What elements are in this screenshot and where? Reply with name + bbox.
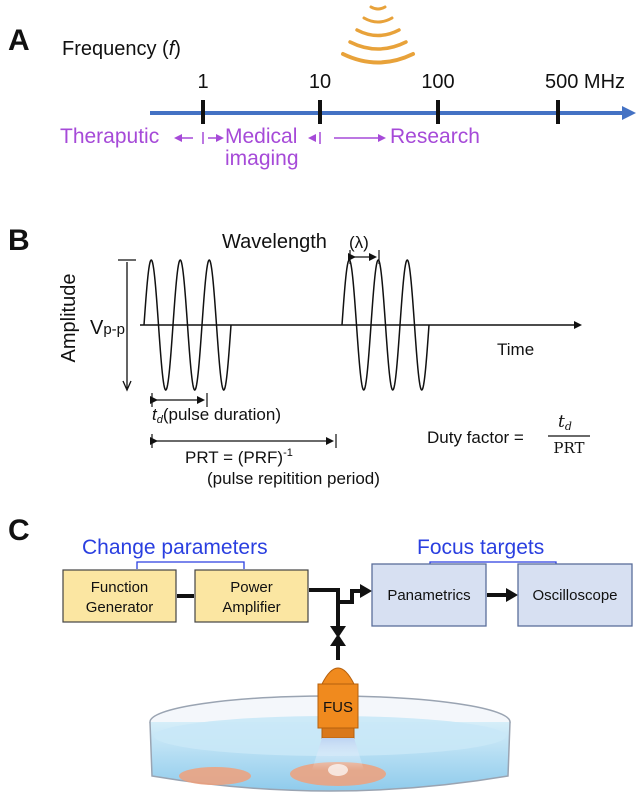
svg-text:Function: Function — [91, 579, 149, 596]
ultrasound-beam — [312, 738, 364, 770]
tick-label-500: 500 MHz — [545, 71, 625, 93]
signal-routing-arrows — [309, 588, 362, 632]
panel-b-letter: B — [8, 224, 30, 257]
range-therapeutic: Theraputic — [60, 125, 159, 148]
tissue-sample-1 — [179, 767, 251, 785]
lambda-symbol: (λ) — [349, 233, 369, 252]
frequency-axis-arrowhead — [622, 106, 636, 120]
tick-label-1: 1 — [197, 71, 208, 93]
power-amplifier-box: Power Amplifier — [194, 569, 309, 623]
duty-factor-numerator: td — [558, 412, 572, 433]
arrow-to-oscilloscope — [506, 588, 518, 602]
oscilloscope-box: Oscilloscope — [517, 563, 633, 627]
pulse-waveform-2 — [341, 259, 430, 391]
tick-label-100: 100 — [421, 71, 454, 93]
tick-label-10: 10 — [309, 71, 331, 93]
panel-c-letter: C — [8, 514, 30, 547]
prt-marker — [150, 434, 337, 448]
svg-text:Generator: Generator — [86, 599, 154, 616]
frequency-ticks — [201, 100, 560, 124]
svg-text:Amplifier: Amplifier — [222, 599, 280, 616]
time-label: Time — [497, 340, 534, 359]
amplitude-label: Amplitude — [58, 274, 80, 363]
pulse-duration-label: td(pulse duration) — [152, 405, 281, 426]
svg-text:Panametrics: Panametrics — [387, 587, 470, 604]
range-imaging: imaging — [225, 147, 299, 170]
svg-text:Power: Power — [230, 579, 273, 596]
svg-text:Oscilloscope: Oscilloscope — [532, 587, 617, 604]
fus-label: FUS — [323, 699, 353, 716]
duty-factor-label: Duty factor = — [427, 428, 524, 447]
prt-description: (pulse repitition period) — [207, 469, 380, 488]
change-parameters-label: Change parameters — [82, 536, 268, 559]
panel-a-letter: A — [8, 24, 30, 57]
range-research: Research — [390, 125, 480, 148]
function-generator-box: Function Generator — [62, 569, 177, 623]
vpp-label: Vp-p — [90, 317, 125, 339]
fus-transducer — [312, 667, 364, 770]
pulse-waveform-1 — [143, 259, 232, 391]
duty-factor-denominator: PRT — [553, 439, 584, 457]
panametrics-box: Panametrics — [371, 563, 487, 627]
arrow-to-panametrics — [360, 584, 372, 598]
amplitude-bar — [118, 259, 136, 392]
prt-label: PRT = (PRF)-1 — [185, 447, 293, 467]
wavelength-indicator — [348, 250, 380, 264]
arrow-down-to-fus — [330, 626, 346, 638]
pulse-duration-marker — [150, 393, 208, 407]
focus-targets-label: Focus targets — [417, 536, 544, 559]
change-parameters-bracket — [136, 561, 245, 569]
range-medical: Medical — [225, 125, 297, 148]
wavelength-label: Wavelength — [222, 231, 327, 253]
frequency-axis-label: Frequency (f) — [62, 38, 181, 60]
arrow-up-from-fus — [330, 634, 346, 646]
ultrasound-waves-icon — [341, 5, 415, 65]
